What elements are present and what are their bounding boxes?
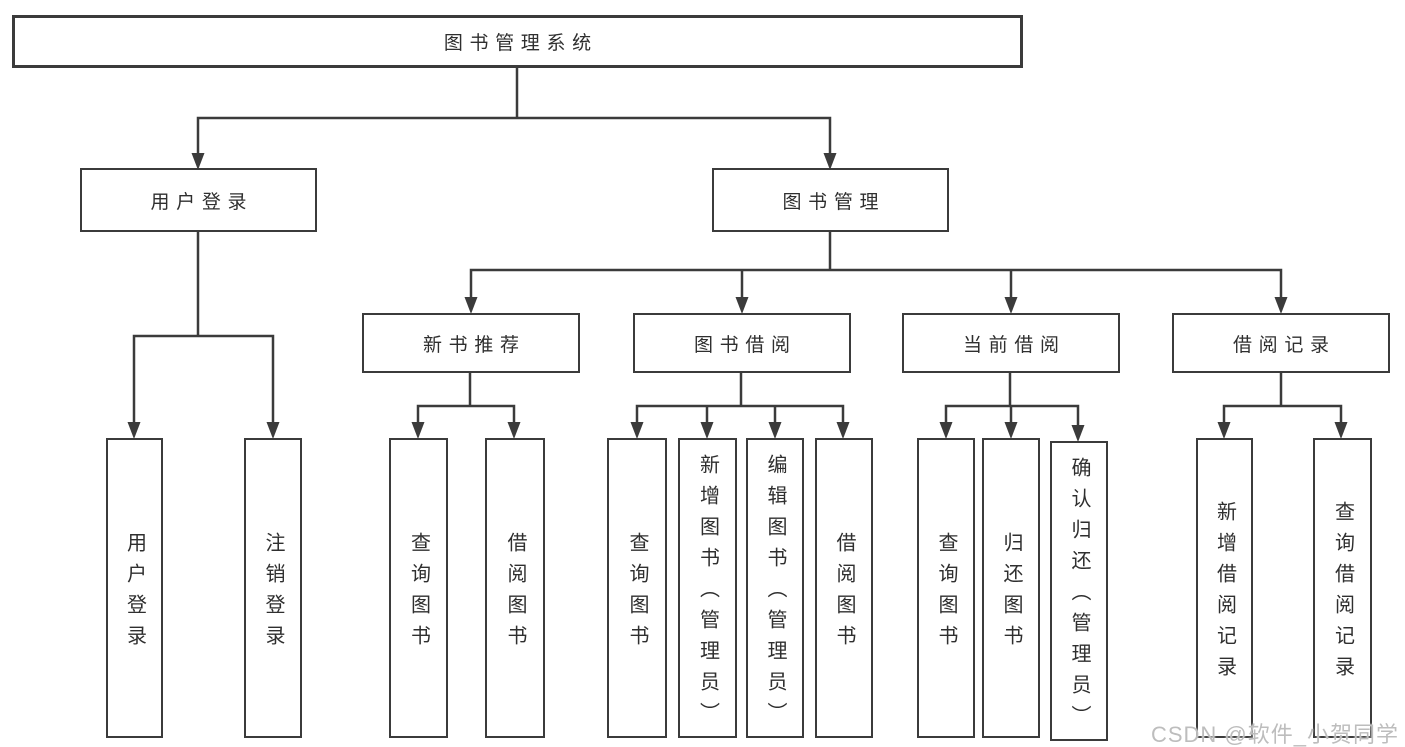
- node-bb-edit-books-admin: 编辑图书（管理员）: [746, 438, 804, 738]
- node-br-add-record: 新增借阅记录: [1196, 438, 1253, 738]
- node-bb-borrow-books: 借阅图书: [815, 438, 873, 738]
- node-borrowing-records: 借阅记录: [1172, 313, 1390, 373]
- node-leaf-logout: 注销登录: [244, 438, 302, 738]
- node-book-borrowing: 图书借阅: [633, 313, 851, 373]
- node-new-book-recommend: 新书推荐: [362, 313, 580, 373]
- node-current-borrowing: 当前借阅: [902, 313, 1120, 373]
- node-library-management-system: 图书管理系统: [12, 15, 1023, 68]
- csdn-watermark: CSDN @软件_小贺同学: [1150, 722, 1399, 747]
- node-nb-query-books: 查询图书: [389, 438, 448, 738]
- node-user-login: 用户登录: [80, 168, 317, 232]
- node-bb-add-books-admin: 新增图书（管理员）: [678, 438, 737, 738]
- node-cb-query-books: 查询图书: [917, 438, 975, 738]
- node-cb-return-books: 归还图书: [982, 438, 1040, 738]
- node-cb-confirm-return-admin: 确认归还（管理员）: [1050, 441, 1108, 741]
- node-nb-borrow-books: 借阅图书: [485, 438, 545, 738]
- node-leaf-user-login: 用户登录: [106, 438, 163, 738]
- node-bb-query-books: 查询图书: [607, 438, 667, 738]
- node-br-query-record: 查询借阅记录: [1313, 438, 1372, 738]
- node-book-management: 图书管理: [712, 168, 949, 232]
